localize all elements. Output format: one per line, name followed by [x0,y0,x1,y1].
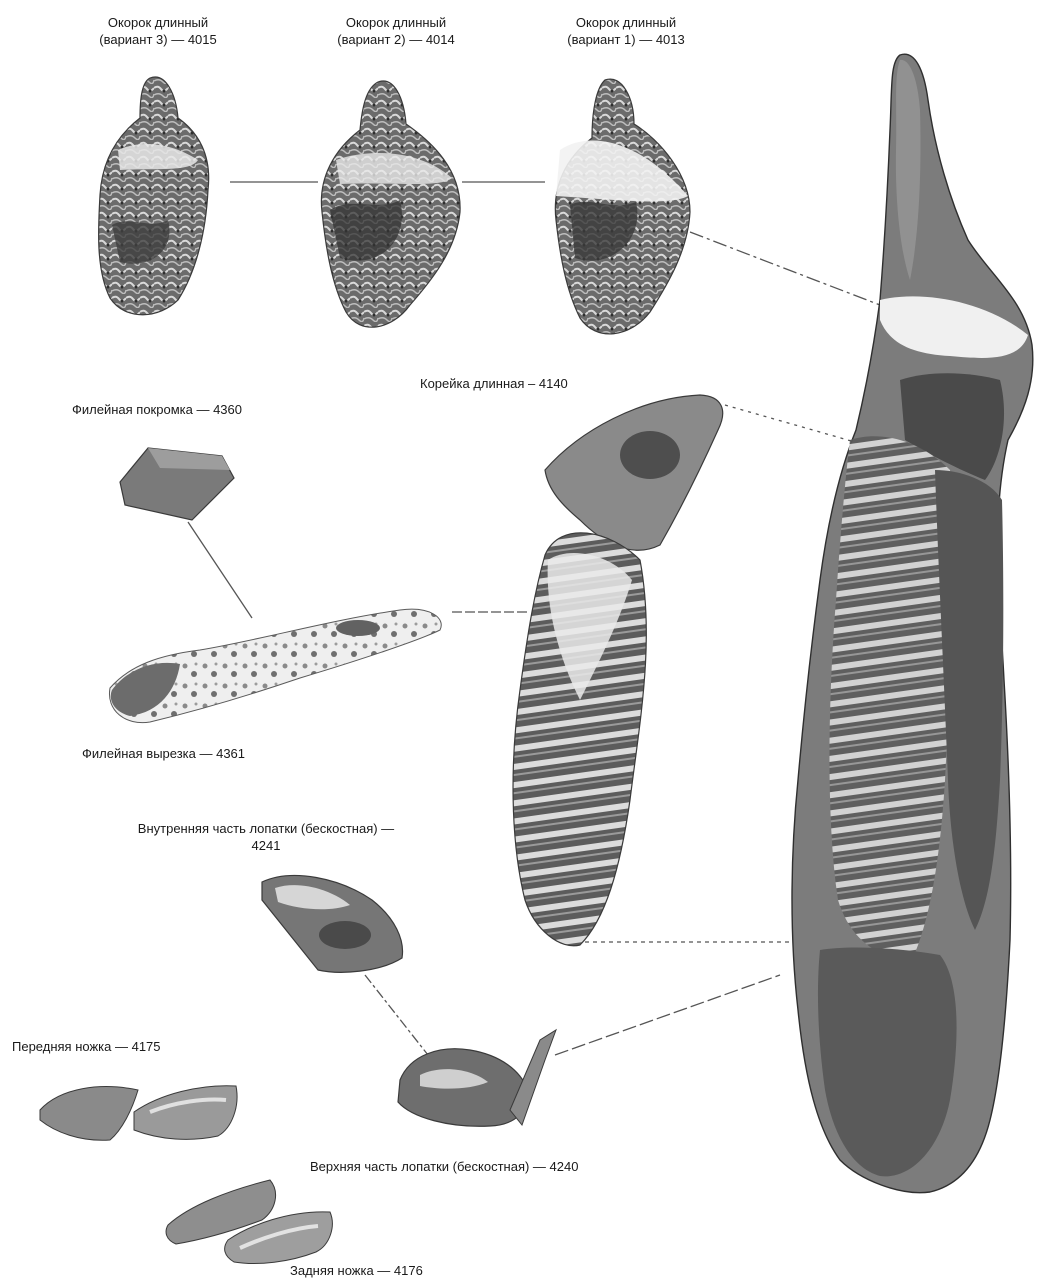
label-ham-variant-1-line-1: Окорок длинный [540,14,712,31]
leader-trim-fillet [188,522,252,618]
fillet-cut-image [109,609,441,722]
ham-variant-1-image [555,79,690,334]
label-front-hock: Передняя ножка — 4175 [12,1038,161,1055]
leader-ham1-carcass [690,232,880,305]
hind-hocks-image [166,1180,332,1264]
ham-variant-2-image [321,81,460,327]
label-hind-hock: Задняя ножка — 4176 [290,1262,423,1279]
label-ham-variant-2: Окорок длинный (вариант 2) — 4014 [310,14,482,48]
shoulder-inner-image [262,876,403,973]
label-shoulder-upper: Верхняя часть лопатки (бескостная) — 424… [310,1158,578,1175]
long-loin-image [513,395,723,946]
label-ham-variant-2-line-2: (вариант 2) — 4014 [310,31,482,48]
label-fillet-trim: Филейная покромка — 4360 [72,401,242,418]
leader-inner-upper [365,975,428,1055]
carcass-half-image [792,54,1033,1192]
label-ham-variant-2-line-1: Окорок длинный [310,14,482,31]
fillet-trim-image [120,448,234,520]
label-ham-variant-3-line-1: Окорок длинный [72,14,244,31]
front-hocks-image [40,1086,237,1141]
label-shoulder-inner-line-2: 4241 [82,837,450,854]
label-fillet-cut: Филейная вырезка — 4361 [82,745,245,762]
label-long-loin: Корейка длинная – 4140 [420,375,568,392]
label-shoulder-inner-line-1: Внутренняя часть лопатки (бескостная) — [82,820,450,837]
label-ham-variant-1: Окорок длинный (вариант 1) — 4013 [540,14,712,48]
label-ham-variant-3: Окорок длинный (вариант 3) — 4015 [72,14,244,48]
label-shoulder-inner: Внутренняя часть лопатки (бескостная) — … [82,820,450,854]
label-ham-variant-3-line-2: (вариант 3) — 4015 [72,31,244,48]
ham-variant-3-image [99,77,209,315]
leader-upper-carcass [555,975,780,1055]
label-ham-variant-1-line-2: (вариант 1) — 4013 [540,31,712,48]
shoulder-upper-image [398,1030,556,1126]
